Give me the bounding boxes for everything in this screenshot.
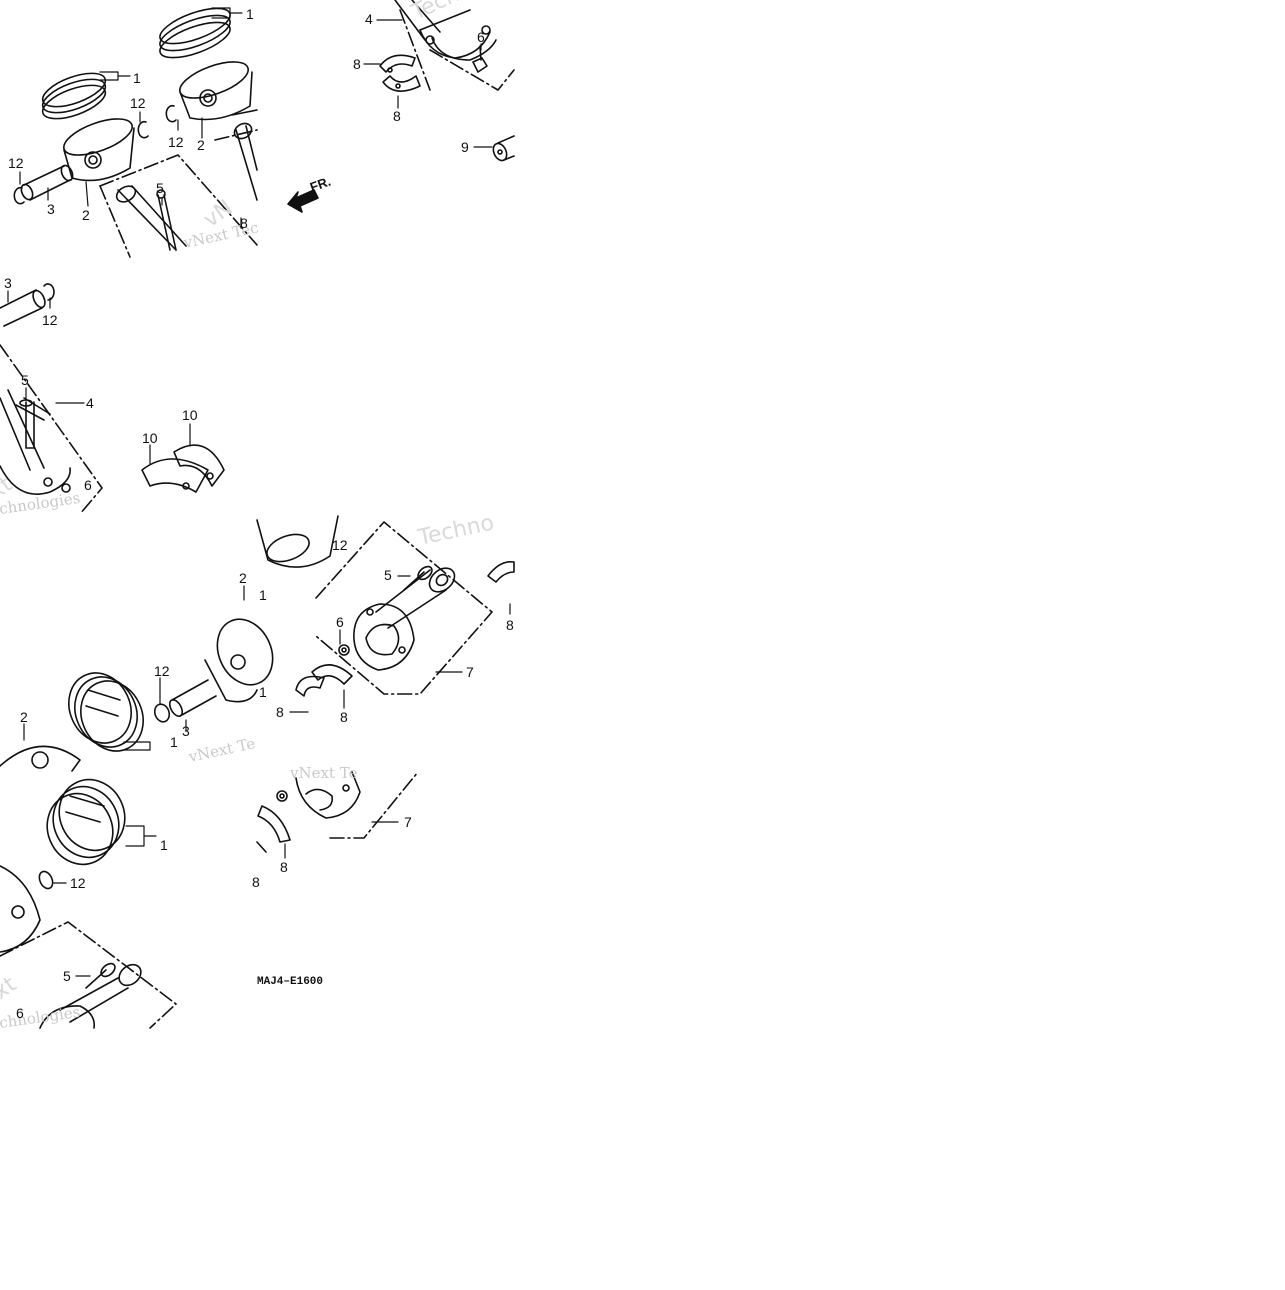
callout-4: 4 (365, 11, 373, 27)
tile-top-center: FR. Techn 4 6 8 8 9 (287, 0, 515, 213)
callout-2: 2 (82, 207, 90, 223)
connecting-rod (295, 771, 361, 819)
callout-1: 1 (259, 684, 267, 700)
piston (63, 61, 253, 182)
piston (0, 618, 274, 772)
connecting-rod-nut (276, 790, 288, 802)
bushing (492, 135, 515, 162)
piston-pin-clip (13, 104, 177, 205)
connecting-rod (353, 567, 456, 671)
piston-ring-set (68, 672, 144, 752)
callout-8: 8 (340, 709, 348, 725)
callout-12: 12 (42, 312, 58, 328)
callout-7: 7 (404, 814, 412, 830)
callout-12: 12 (332, 537, 348, 553)
piston-pin (20, 164, 74, 201)
leader-lines (53, 825, 157, 977)
callout-7: 7 (466, 664, 474, 680)
callout-5: 5 (21, 372, 29, 388)
connecting-rod-frame (329, 771, 419, 839)
callout-1: 1 (259, 587, 267, 603)
tile-center-left: vNext Te 2 1 12 1 3 1 2 (0, 570, 274, 772)
crank-pin-bearing (295, 560, 515, 697)
callout-12: 12 (168, 134, 184, 150)
callout-8: 8 (240, 215, 248, 231)
connecting-rod (39, 963, 142, 1029)
piston (0, 865, 41, 953)
connecting-rod-frame (99, 109, 258, 258)
callout-9: 9 (461, 139, 469, 155)
callout-5: 5 (384, 567, 392, 583)
callout-4: 4 (86, 395, 94, 411)
callout-1: 1 (170, 734, 178, 750)
callout-8: 8 (252, 874, 260, 890)
callout-8: 8 (276, 704, 284, 720)
tile-middle-left: xt chnologies 3 12 5 4 10 10 6 (0, 275, 225, 518)
callout-3: 3 (4, 275, 12, 291)
piston-pin (0, 289, 46, 327)
callout-3: 3 (182, 723, 190, 739)
callout-10: 10 (142, 430, 158, 446)
callout-10: 10 (182, 407, 198, 423)
connecting-rod-frame (0, 921, 177, 1029)
piston (256, 515, 339, 568)
connecting-rod-frame (315, 521, 493, 695)
callout-8: 8 (506, 617, 514, 633)
crank-pin-bearing (256, 805, 291, 853)
front-arrow: FR. (287, 174, 333, 213)
tile-bottom-left: xt chnologies 1 12 5 6 (0, 778, 177, 1032)
leader-lines (363, 19, 493, 148)
leader-lines (289, 575, 511, 713)
callout-5: 5 (156, 180, 164, 196)
tile-bottom-center: vNext Te 7 8 8 MAJ4–E1600 (252, 764, 419, 988)
callout-6: 6 (16, 1005, 24, 1021)
callout-3: 3 (47, 201, 55, 217)
connecting-rod-nut (472, 45, 488, 73)
piston-ring-set (46, 778, 126, 866)
callout-6: 6 (477, 29, 485, 45)
watermark: vNext Te (186, 734, 257, 766)
thrust-washer (141, 444, 225, 493)
piston-pin-clip (43, 283, 55, 301)
connecting-rod-bolt (403, 565, 433, 591)
callout-2: 2 (197, 137, 205, 153)
callout-5: 5 (63, 968, 71, 984)
watermark: xt (0, 972, 21, 1005)
connecting-rod-nut (338, 644, 350, 656)
callout-1: 1 (133, 70, 141, 86)
leader-lines (19, 7, 243, 229)
callout-12: 12 (154, 663, 170, 679)
callout-6: 6 (336, 614, 344, 630)
callout-6: 6 (84, 477, 92, 493)
callout-12: 12 (70, 875, 86, 891)
callout-2: 2 (20, 709, 28, 725)
tile-center: Techno 12 5 6 7 8 8 8 (256, 510, 515, 725)
callout-12: 12 (130, 95, 146, 111)
tile-top-left: vNext Tec vN 1 1 12 12 12 2 2 3 5 8 (8, 6, 260, 258)
connecting-rod (394, 0, 515, 91)
callout-12: 12 (8, 155, 24, 171)
crank-pin-bearing (379, 54, 421, 92)
piston-pin (168, 679, 217, 717)
diagram-code: MAJ4–E1600 (257, 976, 323, 988)
callout-8: 8 (280, 859, 288, 875)
piston-pin-clip (153, 703, 171, 723)
callout-8: 8 (393, 108, 401, 124)
watermark: vNext Te (289, 764, 358, 782)
connecting-rod-bolt (85, 962, 116, 989)
watermark: Techno (415, 510, 496, 551)
svg-text:FR.: FR. (308, 174, 333, 195)
leader-lines (23, 585, 245, 751)
piston-pin-clip (38, 870, 54, 890)
leader-lines (284, 821, 399, 859)
callout-2: 2 (239, 570, 247, 586)
callout-8: 8 (353, 56, 361, 72)
callout-1: 1 (246, 6, 254, 22)
callout-1: 1 (160, 837, 168, 853)
leader-lines (7, 290, 191, 465)
